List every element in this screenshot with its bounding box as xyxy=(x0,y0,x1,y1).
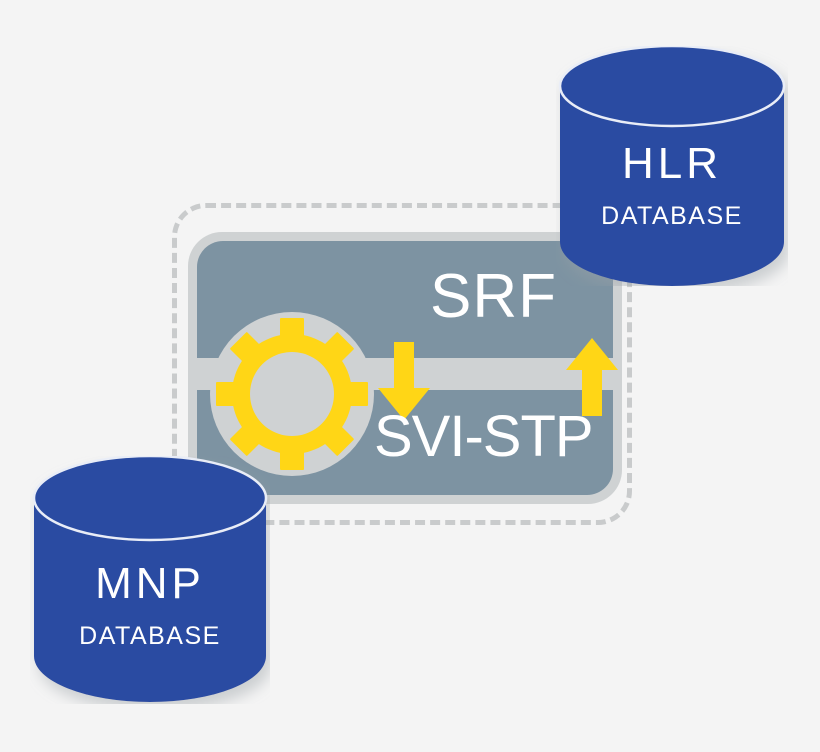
arrow-up-icon xyxy=(566,338,618,416)
hlr-database-name: HLR xyxy=(621,139,723,188)
arrow-down-icon xyxy=(378,342,430,420)
node-label-srf: SRF xyxy=(430,262,557,331)
node-label-svi-stp: SVI-STP xyxy=(374,404,594,469)
mnp-database-label: DATABASE xyxy=(79,622,221,650)
dashed-boundary xyxy=(172,203,632,525)
gear-icon xyxy=(210,312,374,476)
database-cylinder-icon xyxy=(32,454,268,702)
hlr-database-label: DATABASE xyxy=(601,202,743,230)
gear-glyph xyxy=(216,318,368,470)
hlr-database[interactable]: HLR DATABASE xyxy=(556,44,788,286)
database-cylinder-icon xyxy=(558,44,786,286)
mnp-database-name: MNP xyxy=(95,559,205,608)
mnp-database[interactable]: MNP DATABASE xyxy=(30,454,270,704)
